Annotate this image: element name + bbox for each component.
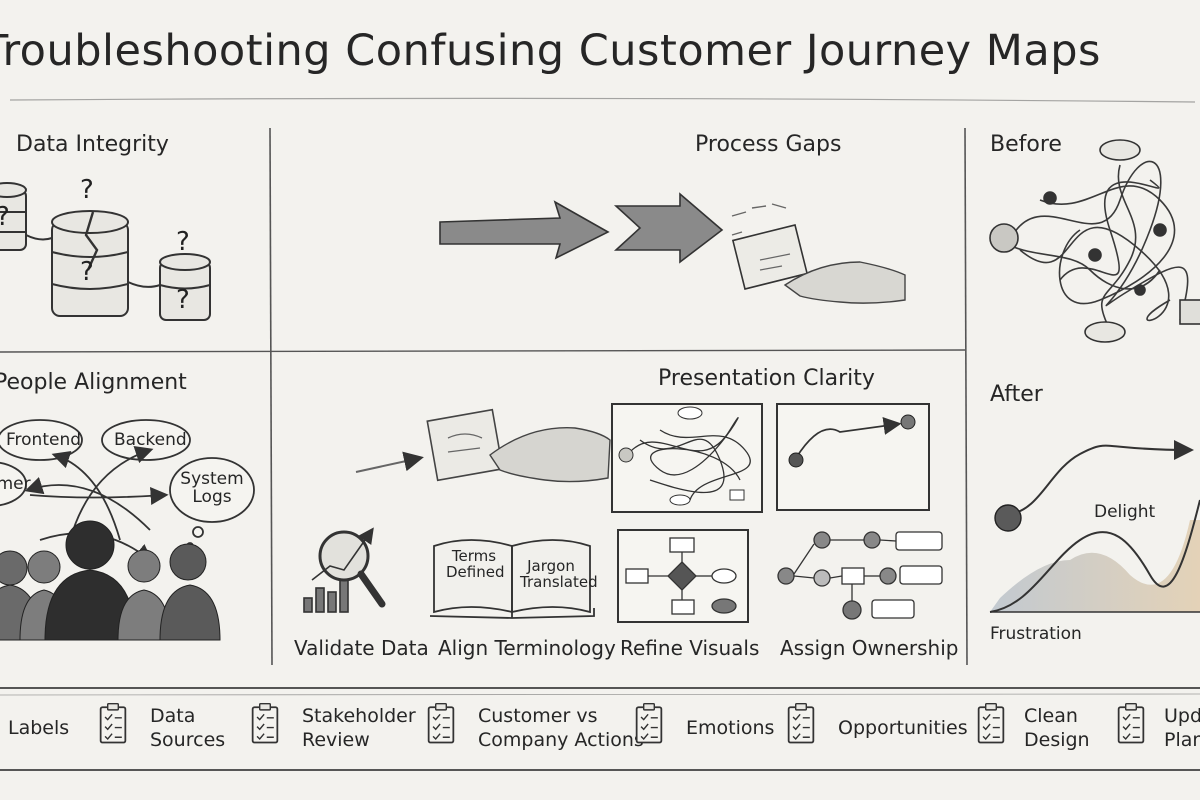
checklist-label-line2: Review bbox=[302, 729, 370, 751]
after-start-node bbox=[994, 504, 1022, 532]
messy-diagram-frame bbox=[611, 403, 763, 513]
svg-text:?: ? bbox=[176, 285, 190, 315]
bubble-label-customer: Customer bbox=[0, 474, 31, 494]
ownership-diagram bbox=[777, 531, 943, 620]
svg-text:?: ? bbox=[0, 202, 10, 232]
checklist-label-line1: Update bbox=[1164, 705, 1200, 727]
process-arrows bbox=[439, 192, 724, 264]
checklist-label-line2: Design bbox=[1024, 729, 1090, 751]
emotion-area bbox=[990, 520, 1200, 612]
hand-with-note-icon bbox=[426, 408, 611, 483]
checklist-label-line1: Emotions bbox=[686, 717, 775, 739]
clean-path-frame bbox=[776, 403, 930, 511]
thought-bubbles bbox=[0, 419, 255, 550]
checklist-label-line1: Opportunities bbox=[838, 717, 968, 739]
bubble-label-system-logs: System Logs bbox=[180, 469, 244, 507]
checklist-label-line2: Plan bbox=[1164, 729, 1200, 751]
checklist-label-line1: Customer vs bbox=[478, 705, 598, 727]
action-assign-ownership: Assign Ownership bbox=[780, 636, 959, 660]
clipboard-checklist-icon bbox=[99, 703, 127, 744]
svg-text:?: ? bbox=[80, 257, 94, 287]
question-marks: ? ? ? ? ? bbox=[0, 175, 190, 315]
checklist-item-label: Emotions bbox=[686, 716, 774, 740]
checklist-item-label: Opportunities bbox=[838, 716, 968, 740]
clipboard-checklist-icon bbox=[635, 703, 663, 744]
section-people-alignment: People Alignment bbox=[0, 370, 187, 395]
bubble-label-backend: Backend bbox=[114, 430, 187, 450]
title-underline bbox=[9, 97, 1196, 103]
tangled-network bbox=[999, 160, 1189, 331]
checklist-item-label: Labels bbox=[8, 716, 69, 740]
action-validate-data: Validate Data bbox=[294, 636, 429, 660]
clipboard-checklist-icon bbox=[977, 703, 1005, 744]
clipboard-checklist-icon bbox=[1117, 703, 1145, 744]
label-frustration: Frustration bbox=[990, 624, 1082, 644]
book-label-terms: Terms Defined bbox=[446, 547, 505, 581]
clipboard-checklist-icon bbox=[427, 703, 455, 744]
database-icon bbox=[0, 182, 211, 321]
bubble-label-frontend: Frontend bbox=[6, 430, 82, 450]
action-refine-visuals: Refine Visuals bbox=[620, 636, 760, 660]
checklist-label-line1: Clean bbox=[1024, 705, 1078, 727]
checklist-label-line1: Data bbox=[150, 705, 196, 727]
note-arrow bbox=[355, 451, 424, 473]
magnifier-chart-icon bbox=[303, 527, 386, 613]
divider-vertical-right bbox=[964, 127, 968, 666]
network-nodes bbox=[989, 139, 1200, 343]
checklist-label-line2: Company Actions bbox=[478, 729, 644, 751]
book-label-jargon: Jargon Translated bbox=[520, 557, 598, 591]
after-path-arrow bbox=[1009, 439, 1194, 515]
section-before: Before bbox=[990, 132, 1062, 157]
checklist-label-line1: Stakeholder bbox=[302, 705, 416, 727]
checklist-band bbox=[0, 687, 1200, 771]
checklist-label-line1: Labels bbox=[8, 717, 70, 739]
checklist-label-line2: Sources bbox=[150, 729, 226, 751]
action-align-terminology: Align Terminology bbox=[438, 636, 616, 660]
label-delight: Delight bbox=[1094, 502, 1156, 522]
checklist-item-label: UpdatePlan bbox=[1164, 704, 1200, 752]
svg-text:?: ? bbox=[80, 175, 94, 205]
divider-horizontal bbox=[0, 349, 966, 353]
svg-text:?: ? bbox=[176, 227, 190, 257]
clipboard-checklist-icon bbox=[251, 703, 279, 744]
emotion-curve bbox=[989, 499, 1200, 613]
section-presentation-clarity: Presentation Clarity bbox=[658, 366, 875, 391]
section-data-integrity: Data Integrity bbox=[16, 132, 169, 157]
hand-with-card-icon bbox=[731, 224, 906, 304]
divider-vertical-left bbox=[269, 127, 273, 666]
flowchart-frame bbox=[617, 529, 749, 623]
section-process-gaps: Process Gaps bbox=[695, 132, 842, 157]
people-silhouettes bbox=[0, 520, 221, 641]
gap-dashes bbox=[731, 203, 787, 236]
open-book-icon bbox=[429, 539, 595, 619]
section-after: After bbox=[990, 382, 1043, 407]
clipboard-checklist-icon bbox=[787, 703, 815, 744]
page-title: Troubleshooting Confusing Customer Journ… bbox=[0, 26, 1101, 76]
